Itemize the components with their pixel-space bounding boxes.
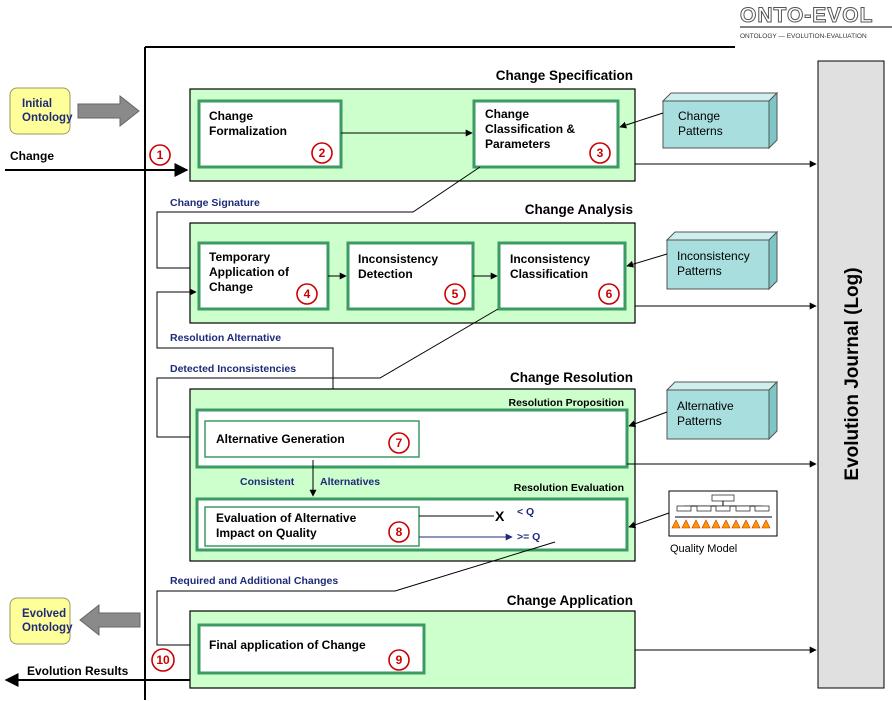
initial-ontology-arrow	[77, 94, 140, 128]
alternative-patterns-arrow	[628, 411, 668, 428]
greater-equal-q: >= Q	[517, 531, 540, 543]
logo-subtitle: ONTOLOGY — EVOLUTION-EVALUATION	[740, 33, 867, 40]
quality-model-label: Quality Model	[670, 543, 737, 555]
step-number: 2	[319, 146, 326, 160]
evolution-journal-label: Evolution Journal (Log)	[842, 267, 863, 480]
step-alternative-generation[interactable]	[204, 420, 420, 458]
step-number: 10	[156, 653, 170, 667]
evolution-results-label: Evolution Results	[27, 664, 129, 678]
flow-alternatives: Alternatives	[320, 476, 380, 488]
step-change-classification[interactable]	[472, 99, 620, 169]
phase-title: Change Analysis	[525, 202, 633, 217]
quality-model-image	[668, 490, 778, 537]
step-number: 1	[157, 148, 164, 162]
detected-inconsistencies-flow	[156, 308, 499, 441]
step-number: 3	[597, 146, 604, 160]
less-than-q: < Q	[517, 506, 534, 518]
resolution-evaluation-label: Resolution Evaluation	[514, 482, 624, 494]
evolution-journal	[817, 60, 885, 689]
flow-detected-inconsistencies: Detected Inconsistencies	[170, 363, 296, 375]
step-number: 7	[396, 436, 403, 450]
step-label: Alternative Generation	[216, 432, 345, 446]
change-input-label: Change	[10, 149, 54, 163]
step-label: Final application of Change	[209, 638, 366, 652]
step-number-markers: 1 2 3 4 5 6 7 8 9 10	[149, 142, 620, 672]
step-number: 6	[606, 287, 613, 301]
flow-change-signature: Change Signature	[170, 197, 260, 209]
step-number: 8	[396, 525, 403, 539]
step-number: 4	[304, 287, 311, 301]
logo-title: ONTO-EVOL	[740, 4, 873, 27]
flow-consistent: Consistent	[240, 476, 295, 488]
phase-title: Change Application	[507, 593, 633, 608]
flow-resolution-alternative: Resolution Alternative	[170, 332, 281, 344]
inconsistency-patterns-arrow	[626, 253, 668, 268]
resolution-proposition-label: Resolution Proposition	[509, 397, 625, 409]
phase-title: Change Resolution	[510, 370, 633, 385]
change-signature-flow	[156, 166, 481, 272]
reject-mark: X	[495, 508, 505, 524]
resolution-alternative-flow	[156, 288, 334, 432]
step-number: 5	[452, 287, 459, 301]
step-evaluation-impact[interactable]	[204, 506, 420, 547]
onto-evol-logo: ONTO-EVOL ONTOLOGY — EVOLUTION-EVALUATIO…	[740, 4, 892, 40]
step-final-application[interactable]	[197, 623, 426, 675]
step-number: 9	[396, 653, 403, 667]
flow-required-changes: Required and Additional Changes	[170, 575, 338, 587]
required-changes-flow	[156, 541, 556, 649]
quality-model-arrow	[628, 512, 670, 529]
phase-title: Change Specification	[496, 68, 633, 83]
change-patterns-arrow	[619, 112, 664, 129]
evolved-ontology-arrow	[79, 603, 141, 637]
